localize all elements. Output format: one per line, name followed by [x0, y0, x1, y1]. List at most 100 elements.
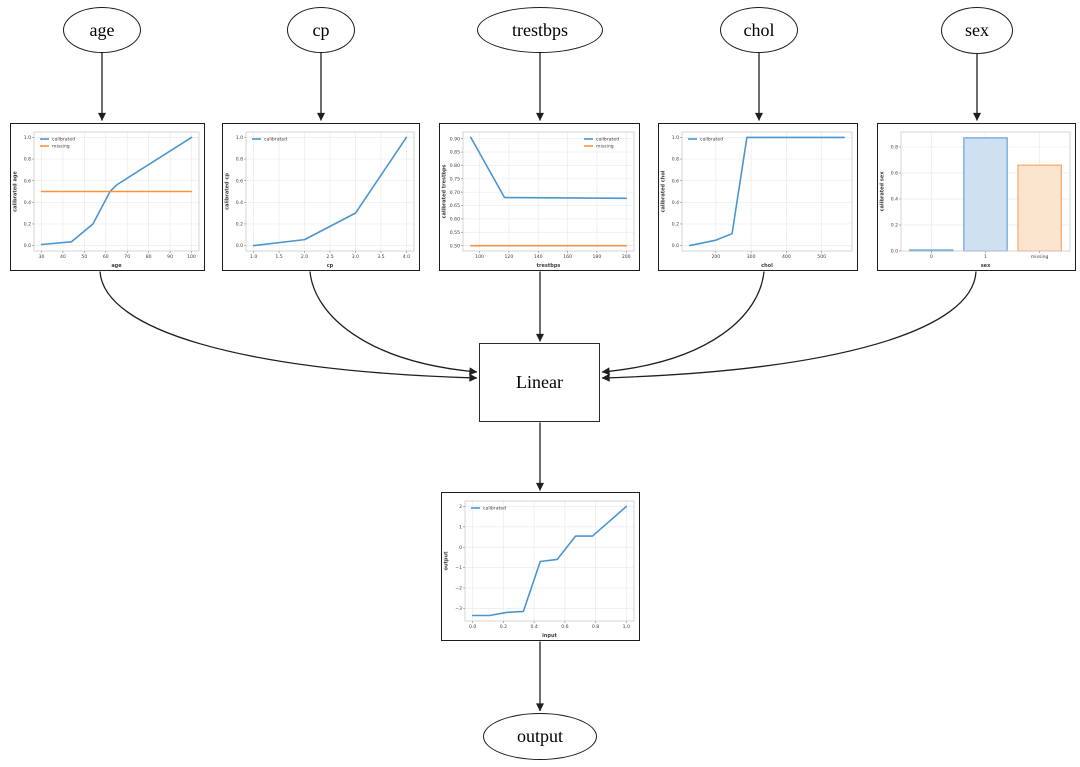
svg-text:60: 60: [103, 254, 109, 260]
svg-text:500: 500: [817, 254, 826, 260]
svg-text:−2: −2: [455, 586, 462, 592]
svg-text:1.0: 1.0: [24, 135, 31, 141]
svg-text:0.6: 0.6: [561, 624, 568, 630]
input-node-trestbps: trestbps: [477, 7, 603, 53]
svg-text:1.0: 1.0: [250, 254, 257, 260]
svg-text:0.55: 0.55: [450, 230, 460, 236]
svg-text:30: 30: [39, 254, 45, 260]
linear-node: Linear: [479, 343, 600, 422]
edge-chol-calibrator-to-linear: [601, 271, 765, 376]
svg-text:0.70: 0.70: [450, 190, 460, 196]
input-node-cp: cp: [287, 7, 355, 53]
input-node-sex-label: sex: [965, 20, 989, 40]
svg-text:1.0: 1.0: [672, 135, 679, 141]
svg-text:0.8: 0.8: [672, 157, 679, 163]
svg-text:1.0: 1.0: [623, 624, 630, 630]
svg-text:0.0: 0.0: [672, 243, 679, 249]
svg-text:cp: cp: [327, 263, 334, 269]
svg-text:0.6: 0.6: [236, 178, 243, 184]
svg-text:100: 100: [187, 254, 196, 260]
svg-text:0.0: 0.0: [891, 249, 898, 255]
svg-text:input: input: [542, 633, 557, 639]
svg-text:missing: missing: [596, 144, 614, 150]
svg-text:calibrated: calibrated: [483, 506, 506, 512]
svg-text:140: 140: [534, 254, 543, 260]
svg-text:0.0: 0.0: [469, 624, 476, 630]
svg-text:0.75: 0.75: [450, 176, 460, 182]
svg-text:100: 100: [475, 254, 484, 260]
svg-text:0.4: 0.4: [24, 200, 31, 206]
svg-text:0.0: 0.0: [236, 243, 243, 249]
svg-text:0.2: 0.2: [672, 222, 679, 228]
svg-text:0.0: 0.0: [24, 243, 31, 249]
svg-text:0.8: 0.8: [891, 145, 898, 151]
svg-text:1.5: 1.5: [275, 254, 282, 260]
svg-text:40: 40: [60, 254, 66, 260]
svg-text:0.8: 0.8: [236, 157, 243, 163]
svg-text:0.6: 0.6: [672, 178, 679, 184]
input-node-age: age: [63, 7, 141, 53]
input-node-chol: chol: [720, 7, 798, 53]
output-calibrator-chart: 0.0 0.2 0.4 0.6 0.8 1.0 −3 −2 −1 0 1 2 input output ca…: [444, 500, 635, 639]
svg-text:−3: −3: [455, 606, 462, 612]
svg-text:0.4: 0.4: [530, 624, 537, 630]
svg-text:sex: sex: [981, 263, 991, 269]
svg-text:2: 2: [459, 504, 462, 510]
svg-text:0.8: 0.8: [592, 624, 599, 630]
svg-text:calibrated: calibrated: [596, 137, 619, 143]
input-node-trestbps-label: trestbps: [512, 19, 568, 40]
svg-text:calibrated chol: calibrated chol: [661, 170, 667, 212]
svg-text:1.0: 1.0: [236, 135, 243, 141]
svg-text:age: age: [111, 263, 122, 269]
svg-text:calibrated: calibrated: [264, 137, 287, 143]
linear-node-label: Linear: [516, 372, 563, 392]
edge-sex-calibrator-to-linear: [601, 271, 977, 382]
svg-text:0.4: 0.4: [236, 200, 243, 206]
input-node-cp-label: cp: [312, 19, 330, 40]
svg-text:0.90: 0.90: [450, 136, 460, 142]
output-calibrator-plot: 0.0 0.2 0.4 0.6 0.8 1.0 −3 −2 −1 0 1 2 input output ca…: [441, 492, 640, 641]
svg-text:0.2: 0.2: [236, 222, 243, 228]
input-node-sex: sex: [941, 7, 1013, 54]
svg-text:400: 400: [782, 254, 791, 260]
svg-text:0.2: 0.2: [500, 624, 507, 630]
svg-text:0.4: 0.4: [672, 200, 679, 206]
svg-text:calibrated: calibrated: [52, 137, 75, 143]
svg-text:0.6: 0.6: [24, 178, 31, 184]
svg-text:0: 0: [930, 254, 933, 260]
svg-text:0.4: 0.4: [891, 197, 898, 203]
svg-text:output: output: [444, 551, 450, 571]
svg-text:2.5: 2.5: [326, 254, 333, 260]
svg-text:chol: chol: [761, 263, 773, 269]
svg-text:0.80: 0.80: [450, 163, 460, 169]
svg-text:calibrated cp: calibrated cp: [225, 173, 231, 210]
svg-text:4.0: 4.0: [403, 254, 410, 260]
svg-text:90: 90: [167, 254, 173, 260]
svg-text:0.8: 0.8: [24, 157, 31, 163]
svg-text:3.5: 3.5: [377, 254, 384, 260]
edge-age-calibrator-to-linear: [99, 271, 478, 382]
svg-text:80: 80: [146, 254, 152, 260]
svg-text:1: 1: [984, 254, 987, 260]
svg-text:missing: missing: [52, 144, 70, 150]
svg-text:0.65: 0.65: [450, 203, 460, 209]
svg-text:calibrated trestbps: calibrated trestbps: [442, 164, 448, 218]
svg-text:0.50: 0.50: [450, 243, 460, 249]
svg-text:−1: −1: [455, 565, 462, 571]
svg-text:1: 1: [459, 524, 462, 530]
output-node: output: [483, 713, 597, 760]
svg-text:0.60: 0.60: [450, 217, 460, 223]
svg-text:missing: missing: [1031, 254, 1049, 260]
svg-text:calibrated sex: calibrated sex: [880, 171, 886, 212]
svg-text:0: 0: [459, 545, 462, 551]
svg-text:0.85: 0.85: [450, 150, 460, 156]
